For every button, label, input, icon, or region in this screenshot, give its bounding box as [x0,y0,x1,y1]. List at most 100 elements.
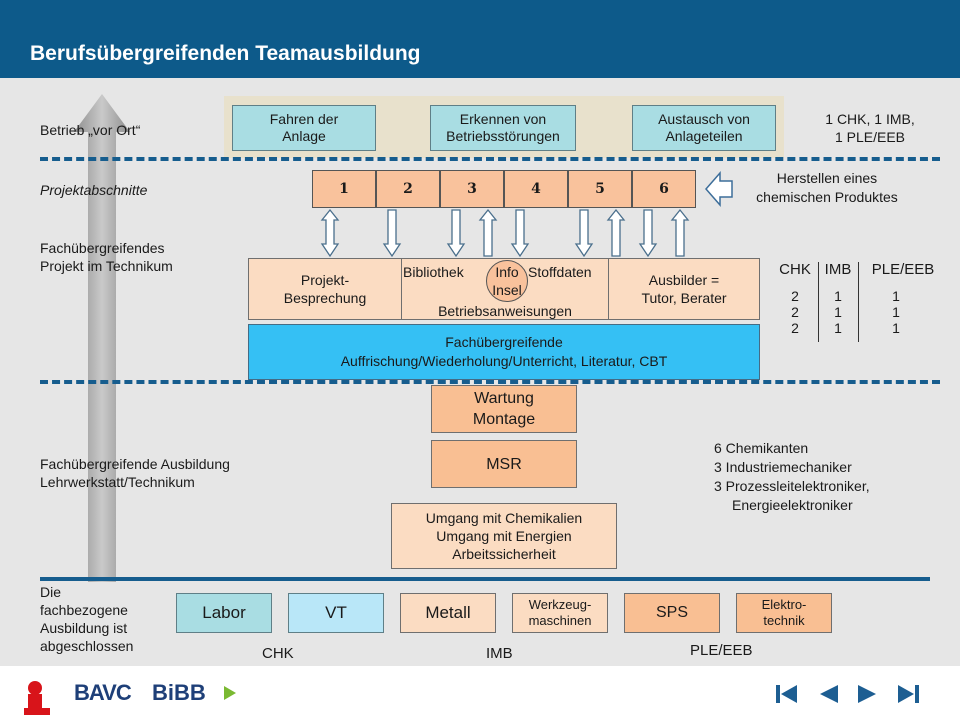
table-cell: 2 [791,288,799,304]
table-divider [858,262,859,342]
module-line: Umgang mit Chemikalien [425,510,583,526]
separator-line [40,380,940,384]
project-section-6: 6 [632,170,696,208]
module-umgang: Umgang mit Chemikalien Umgang mit Energi… [391,503,617,569]
table-column: 2 2 2 [772,288,818,336]
progress-arrow [74,94,130,582]
subject-line: Werkzeug- [528,597,592,612]
table-divider [818,262,819,342]
first-slide-button-icon[interactable] [775,683,799,705]
stoffdaten-label: Stoffdaten [528,264,592,280]
table-cell: 2 [791,320,799,336]
profession-imb: IMB [486,645,513,662]
connector-arrows [320,208,690,258]
table-cell: 1 [892,320,900,336]
igbce-logo [24,681,50,715]
staff-line: 1 CHK, 1 IMB, [825,111,915,127]
note-line: chemischen Produktes [756,189,898,205]
box-line: Projekt- [300,272,350,288]
module-line: Montage [472,411,536,428]
completion-line [40,577,930,581]
subject-metall: Metall [400,593,496,633]
table-cell: 1 [834,304,842,320]
separator-line [40,157,940,161]
module-msr: MSR [431,440,577,488]
bar-line: Fachübergreifende [445,334,563,350]
betrieb-staff: 1 CHK, 1 IMB, 1 PLE/EEB [795,108,945,148]
profession-chk: CHK [262,645,294,662]
label-line: Lehrwerkstatt/Technikum [40,474,195,490]
trainee-list: 6 Chemikanten 3 Industriemechaniker 3 Pr… [714,439,870,515]
label-abgeschlossen: Die fachbezogene Ausbildung ist abgeschl… [40,583,133,655]
bar-line: Auffrischung/Wiederholung/Unterricht, Li… [340,353,668,369]
info-insel-box: Bibliothek Info Insel Stoffdaten Betrieb… [401,258,609,320]
subject-line: maschinen [528,613,592,628]
box-line: Tutor, Berater [641,290,727,306]
table-header: IMB [824,261,852,278]
trainee-line: 3 Prozessleitelektroniker, [714,478,870,494]
previous-slide-button-icon[interactable] [818,683,840,705]
project-section-2: 2 [376,170,440,208]
table-cell: 1 [834,288,842,304]
label-ausbildung: Fachübergreifende Ausbildung Lehrwerksta… [40,455,230,491]
table-column: 1 1 1 [858,288,934,336]
subject-elektro: Elektro- technik [736,593,832,633]
table-cell: 1 [834,320,842,336]
trainee-line: 3 Industriemechaniker [714,459,852,475]
projekt-besprechung: Projekt- Besprechung [248,258,402,320]
last-slide-button-icon[interactable] [896,683,920,705]
bibb-logo: BiBB [152,680,206,705]
task-austausch: Austausch von Anlageteilen [632,105,776,151]
bibb-logo-mark-icon [224,686,236,700]
task-erkennen: Erkennen von Betriebsstörungen [430,105,576,151]
task-fahren: Fahren der Anlage [232,105,376,151]
task-line: Anlage [282,128,326,144]
task-line: Anlageteilen [665,128,743,144]
pointer-arrow-icon [705,171,733,207]
staff-table: CHK IMB PLE/EEB 2 2 2 1 1 1 1 1 1 [772,262,952,342]
refresher-bar: Fachübergreifende Auffrischung/Wiederhol… [248,324,760,380]
table-column: 1 1 1 [818,288,858,336]
label-line: fachbezogene [40,602,128,618]
slide-title: Berufsübergreifenden Teamausbildung [30,42,421,65]
label-projektabschnitte: Projektabschnitte [40,182,148,198]
label-line: Die [40,584,62,600]
project-section-4: 4 [504,170,568,208]
task-line: Betriebsstörungen [446,128,560,144]
box-line: Besprechung [283,290,367,306]
table-header: PLE/EEB [871,261,935,278]
table-cell: 2 [791,304,799,320]
subject-sps: SPS [624,593,720,633]
task-line: Fahren der [269,111,339,127]
title-bar [0,0,960,78]
subject-werkzeug: Werkzeug- maschinen [512,593,608,633]
module-wartung: Wartung Montage [431,385,577,433]
subject-line: technik [763,613,805,628]
box-line: Ausbilder = [648,272,720,288]
label-line: Projekt im Technikum [40,258,173,274]
module-line: Arbeitssicherheit [452,546,556,562]
module-line: Umgang mit Energien [436,528,572,544]
module-line: Wartung [474,390,534,407]
betriebsanweisungen-label: Betriebsanweisungen [438,303,572,319]
label-line: Fachübergreifende Ausbildung [40,456,230,472]
label-line: abgeschlossen [40,638,134,654]
ausbilder-box: Ausbilder = Tutor, Berater [608,258,760,320]
subject-line: Elektro- [761,597,807,612]
subject-labor: Labor [176,593,272,633]
task-line: Erkennen von [459,111,547,127]
note-line: Herstellen eines [776,170,878,186]
profession-ple-eeb: PLE/EEB [690,642,753,659]
info-insel-circle [486,260,528,302]
table-cell: 1 [892,304,900,320]
product-note: Herstellen eines chemischen Produktes [730,168,924,208]
info-label: Info [495,264,519,280]
label-line: Ausbildung ist [40,620,128,636]
task-line: Austausch von [658,111,750,127]
table-cell: 1 [892,288,900,304]
staff-line: 1 PLE/EEB [834,129,906,145]
subject-vt: VT [288,593,384,633]
project-section-1: 1 [312,170,376,208]
trainee-line: 6 Chemikanten [714,440,809,456]
next-slide-button-icon[interactable] [856,683,878,705]
